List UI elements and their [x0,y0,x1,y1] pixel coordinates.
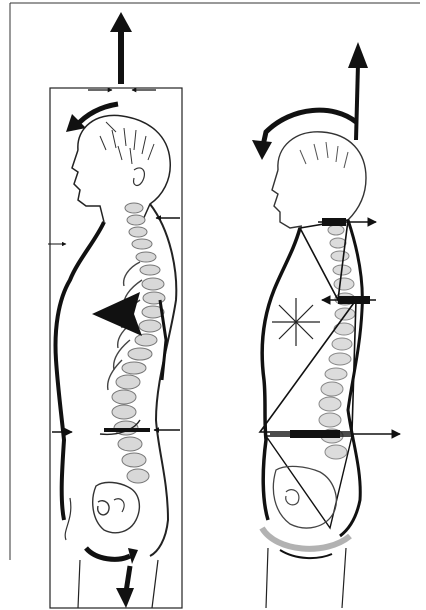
hip-line [65,498,71,540]
starburst-icon [272,298,320,346]
hair-strokes-right [300,142,348,168]
lumbar-dark-band-right [290,430,340,438]
pelvis-right-detail [286,490,299,505]
spine-side-mark [160,300,166,380]
up-arrow-shaft-right [356,64,358,140]
left-posture-figure [48,12,182,608]
head-rotation-arrow-right [262,110,356,150]
down-arrow-icon [116,588,134,608]
front-body-line [56,222,104,520]
right-posture-figure [252,42,400,608]
left-frame [50,88,182,608]
torso-triangle [260,300,356,432]
head-rotation-arrow-right-icon [252,140,272,160]
face-profile [72,150,104,222]
chest-dark-band [338,296,370,304]
leg-back [152,560,158,608]
leg-front-right [266,548,268,608]
leg-back-right [342,548,346,608]
hair-strokes [100,122,154,164]
head-outline-right [278,132,366,220]
up-arrow-right-icon [348,42,368,68]
up-arrow-icon [110,12,132,32]
pelvis-shadow-right [262,528,350,549]
leg-front [78,560,80,608]
spine [112,203,165,483]
pelvis-detail-2 [114,499,124,512]
ear [134,168,145,186]
pelvis-detail [98,501,109,515]
face-profile-right [272,170,302,228]
pelvis [93,482,140,532]
pelvis-rotation-arrow [86,548,130,559]
chest-arrow-icon [92,292,142,336]
pelvis-right [273,466,336,528]
neck-dark-band [322,218,346,226]
